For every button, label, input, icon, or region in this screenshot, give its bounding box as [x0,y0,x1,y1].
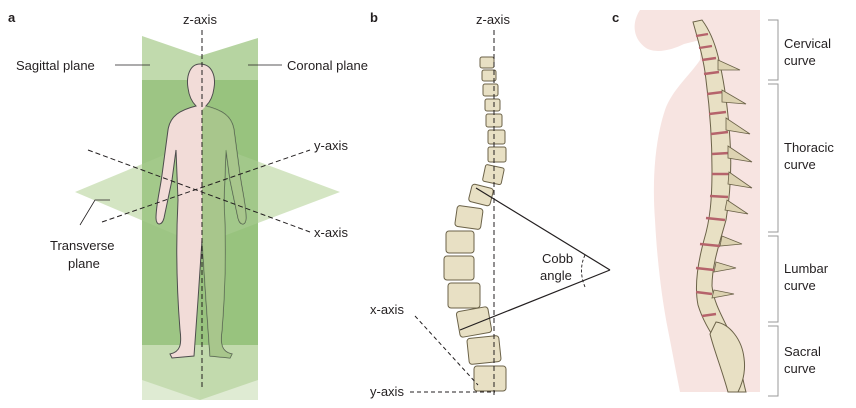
process [727,171,753,189]
cervical-curve-label-1: Cervical [784,36,831,51]
cobb-angle-label-1: Cobb [542,251,573,266]
disc [706,90,724,96]
disc [708,110,727,116]
process [724,199,749,215]
cervical-curve-label-2: curve [784,53,816,68]
thoracic-curve-label-2: curve [784,157,816,172]
vertebra [468,183,494,207]
disc [698,44,713,50]
sacrum [709,321,745,393]
disc [695,266,715,272]
vertebra [487,146,507,163]
vertebra [482,83,499,97]
transverse-leader [79,199,110,226]
process [713,261,737,273]
sacral-curve-label-1: Sacral [784,344,821,359]
vertebra [487,129,506,145]
cervical-bracket [768,19,779,81]
vertebra [447,282,481,309]
vertebra [443,255,475,281]
vertebra [455,306,493,338]
lumbar-curve-label-2: curve [784,278,816,293]
thoracic-bracket [768,83,779,233]
x-axis-line-b [414,315,479,386]
curve-brackets [768,19,779,397]
disc [699,242,721,248]
process [717,59,741,71]
body-right-shade [202,106,246,358]
y-axis-label-a: y-axis [314,138,348,153]
x-axis-label-b: x-axis [370,302,404,317]
disc [695,290,713,296]
y-axis-line-a [101,149,311,223]
panel-a: a z-axis Sagittal plane Coronal plane y-… [8,10,368,400]
x-axis-label-a: x-axis [314,225,348,240]
body-silhouette [652,10,760,392]
coronal-plane-label: Coronal plane [287,58,368,73]
process [711,289,735,299]
scoliotic-spine [443,56,507,392]
spinous-processes [711,59,753,299]
cobb-line-upper [475,187,611,271]
process [727,145,753,163]
panel-c-letter: c [612,10,619,25]
vertebra [473,365,507,392]
coronal-plane-lower [142,345,258,400]
disc [711,151,730,156]
sagittal-plane-label: Sagittal plane [16,58,95,73]
vertebra [482,164,505,186]
transverse-plane-label-1: Transverse [50,238,115,253]
process [725,117,751,135]
vertebra [481,69,497,82]
disc [701,312,717,318]
vertebra [445,230,475,254]
process [721,89,747,105]
vertebra [484,98,501,112]
vertebra [454,205,484,230]
vertebra [466,335,502,365]
panel-b: b z-axis [370,10,611,399]
thoracic-curve-label-1: Thoracic [784,140,834,155]
z-axis-label-b: z-axis [476,12,510,27]
process [719,235,743,247]
lumbar-bracket [768,235,779,323]
lumbar-curve-label-1: Lumbar [784,261,829,276]
disc [695,32,709,38]
disc [701,56,717,62]
lateral-spine [692,19,753,393]
z-axis-label-a: z-axis [183,12,217,27]
transverse-plane-label-2: plane [68,256,100,271]
disc [705,216,726,222]
disc [703,70,720,76]
y-axis-label-b: y-axis [370,384,404,399]
panel-c: c [612,10,834,397]
cobb-angle-label-2: angle [540,268,572,283]
panel-a-letter: a [8,10,16,25]
vertebra [479,56,495,69]
intervertebral-discs [695,32,730,318]
spine-body [692,19,747,393]
cobb-line-lower [459,269,611,331]
panel-b-letter: b [370,10,378,25]
head-silhouette [634,10,700,51]
cobb-angle-arc [581,254,586,288]
disc [709,194,729,199]
disc [710,130,729,136]
sacral-bracket [768,325,779,397]
sacral-curve-label-2: curve [784,361,816,376]
